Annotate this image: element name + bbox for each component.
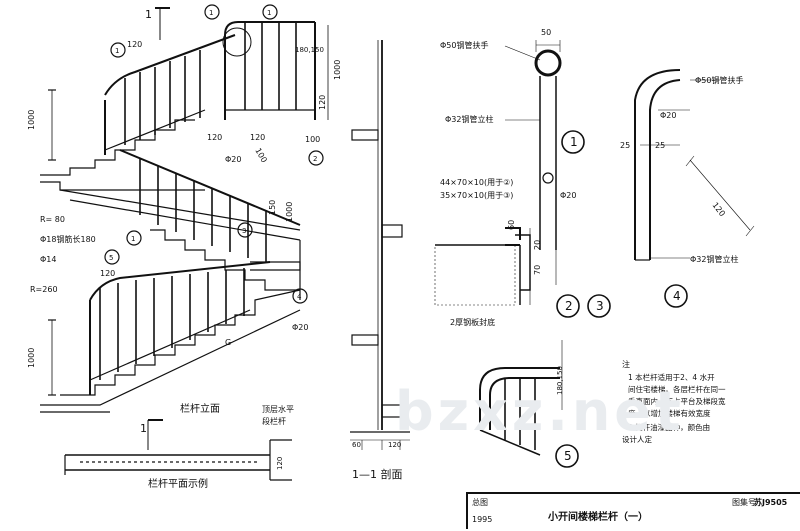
dim-label: Φ20 <box>292 323 308 332</box>
title-block-year: 1995 <box>472 515 493 524</box>
dim-label: Φ14 <box>40 255 56 264</box>
note-line: 间住宅楼梯。各层栏杆在同一 <box>628 384 726 394</box>
detail-1 <box>434 40 562 306</box>
dim-label: 150 <box>268 200 277 215</box>
callout-number: 1 <box>209 9 213 17</box>
drawing-labels: 120 180,150 1000 1000 120 100 120 120 Φ2… <box>27 8 743 490</box>
callout-number: 1 <box>115 47 119 55</box>
callout-number: 5 <box>109 254 113 262</box>
dim-label: 60 <box>507 220 516 230</box>
dim-label: 120 <box>318 95 327 110</box>
callout-number: 4 <box>673 289 681 303</box>
dim-label: 60 <box>352 441 361 449</box>
callout-number: 1 <box>131 235 135 243</box>
note-line: 2 栏杆油漆品种，颜色由 <box>628 422 710 432</box>
dim-label: 120 <box>207 133 222 142</box>
callout-number: 1 <box>267 9 271 17</box>
handrail-label: Φ50钢管扶手 <box>440 40 488 50</box>
section-1-1-title: 1—1 剖面 <box>352 467 403 481</box>
title-block-label: 总图 <box>472 498 488 507</box>
post-label: Φ32钢管立柱 <box>690 254 738 264</box>
dim-label: 1000 <box>333 60 342 80</box>
angle-label: 44×70×10(用于②) <box>440 178 513 187</box>
dim-label: 120 <box>100 269 115 278</box>
dim-label: 20 <box>533 240 542 250</box>
middle-handrail <box>119 149 301 226</box>
callout-number: 5 <box>564 449 572 463</box>
note-line: 度，以增加楼梯有效宽度 <box>628 408 711 418</box>
post-label: Φ32钢管立柱 <box>445 114 493 124</box>
plan-example-title: 栏杆平面示例 <box>148 477 208 490</box>
note-line: 垂直面内，不占平台及梯段宽 <box>628 396 726 406</box>
callout-number: 2 <box>313 155 317 163</box>
note-line: 1 本栏杆适用于2、4 水开 <box>628 372 715 382</box>
callout-number: 4 <box>297 293 302 301</box>
dim-label: 180,150 <box>295 46 324 54</box>
detail-5 <box>479 340 563 456</box>
dim-label: 180,150 <box>556 366 564 395</box>
dim-label: Φ18钢筋长180 <box>40 234 96 244</box>
section-mark: 1 <box>140 422 147 435</box>
dim-label: G <box>225 338 231 347</box>
dim-label: 1000 <box>285 202 294 222</box>
dim-label: 100 <box>253 147 268 165</box>
title-block-title: 小开间楼梯栏杆（一） <box>548 512 648 523</box>
dim-label: Φ20 <box>660 111 676 120</box>
dim-label: 100 <box>305 135 320 144</box>
railing-elevation-title: 栏杆立面 <box>180 402 220 415</box>
dim-label: R=260 <box>30 285 58 294</box>
title-block-atlas-label: 图集号 <box>732 498 756 507</box>
title-block-atlas-number: 苏J9505 <box>754 498 788 507</box>
top-rail-label-2: 段栏杆 <box>262 416 286 426</box>
dim-label: 70 <box>533 265 542 275</box>
section-mark: 1 <box>145 8 152 21</box>
note-line: 设计人定 <box>622 434 652 444</box>
dim-label: 1000 <box>27 348 36 368</box>
dim-label: Φ20 <box>225 155 241 164</box>
plan-example <box>65 454 270 471</box>
title-block: 总图 1995 小开间楼梯栏杆（一） 图集号 苏J9505 <box>466 492 800 529</box>
note-heading: 注 <box>622 359 630 369</box>
dim-label: 50 <box>541 28 551 37</box>
handrail-label: Φ50钢管扶手 <box>695 75 743 85</box>
watermark: bzxz.net <box>395 380 685 443</box>
dim-label: Φ20 <box>560 191 576 200</box>
lower-handrail <box>89 261 271 301</box>
dim-label: 120 <box>710 201 727 219</box>
detail-4 <box>634 69 755 261</box>
dim-label: 25 <box>620 141 630 150</box>
callout-number: 3 <box>596 299 604 313</box>
angle-label: 35×70×10(用于③) <box>440 191 513 200</box>
dim-label: 120 <box>250 133 265 142</box>
upper-flight-steps <box>40 119 195 176</box>
dim-label: 1000 <box>27 110 36 130</box>
dim-label: 25 <box>655 141 665 150</box>
top-rail-label: 顶层水平 <box>262 404 294 414</box>
dim-label: 120 <box>388 441 401 449</box>
dim-label: 120 <box>276 457 284 470</box>
callout-number: 2 <box>565 299 573 313</box>
section-1-1 <box>350 40 410 450</box>
upper-handrail <box>104 34 236 96</box>
callout-number: 3 <box>242 227 246 235</box>
plate-label: 2厚钢板封底 <box>450 317 495 327</box>
callout-number: 1 <box>570 135 578 149</box>
dim-label: R= 80 <box>40 215 65 224</box>
dim-label: 120 <box>127 40 142 49</box>
